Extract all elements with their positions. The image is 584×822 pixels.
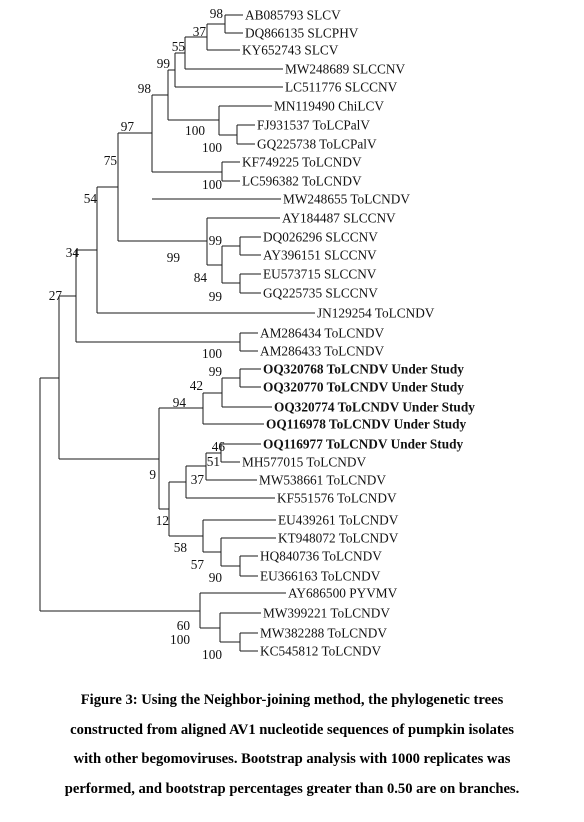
bootstrap-value: 99 xyxy=(167,250,181,265)
bootstrap-value: 58 xyxy=(174,540,188,555)
tree-diagram: AB085793 SLCV DQ866135 SLCPHV KY652743 SLC… xyxy=(39,6,475,662)
taxon-label: AM286434 ToLCNDV xyxy=(260,326,384,341)
taxon-label: EU366163 ToLCNDV xyxy=(260,569,381,584)
taxon-label: AY396151 SLCCNV xyxy=(263,248,377,263)
bootstrap-value: 98 xyxy=(138,81,152,96)
bootstrap-value: 55 xyxy=(172,39,186,54)
bootstrap-value: 100 xyxy=(202,647,222,662)
figure-caption: Figure 3: Using the Neighbor-joining met… xyxy=(0,686,584,804)
taxon-label: KF749225 ToLCNDV xyxy=(242,155,362,170)
taxon-label: KY652743 SLCV xyxy=(242,43,339,58)
bootstrap-value: 75 xyxy=(104,153,118,168)
taxon-label: AM286433 ToLCNDV xyxy=(260,344,384,359)
taxon-label: GQ225738 ToLCPalV xyxy=(257,137,377,152)
taxon-label: KT948072 ToLCNDV xyxy=(278,531,399,546)
bootstrap-value: 100 xyxy=(170,632,190,647)
taxon-label: LC596382 ToLCNDV xyxy=(242,174,362,189)
taxon-label: MW382288 ToLCNDV xyxy=(260,626,387,641)
taxon-label: KC545812 ToLCNDV xyxy=(260,644,381,659)
bootstrap-value: 90 xyxy=(209,570,223,585)
taxon-label: LC511776 SLCCNV xyxy=(285,80,398,95)
bootstrap-value: 100 xyxy=(185,123,205,138)
bootstrap-value: 99 xyxy=(209,289,223,304)
taxon-label: MW399221 ToLCNDV xyxy=(263,606,390,621)
bootstrap-value: 42 xyxy=(190,378,203,393)
bootstrap-value: 51 xyxy=(207,454,220,469)
bootstrap-value: 12 xyxy=(156,513,169,528)
bootstrap-value: 60 xyxy=(177,618,191,633)
taxon-label: MW248689 SLCCNV xyxy=(285,62,405,77)
taxon-label: DQ866135 SLCPHV xyxy=(245,26,359,41)
taxon-label: MW538661 ToLCNDV xyxy=(259,473,386,488)
bootstrap-value: 46 xyxy=(212,439,226,454)
taxon-label: DQ026296 SLCCNV xyxy=(263,230,378,245)
study-isolate-label: OQ116977 ToLCNDV Under Study xyxy=(263,437,463,452)
bootstrap-value: 100 xyxy=(202,140,222,155)
study-isolate-label: OQ320770 ToLCNDV Under Study xyxy=(263,380,464,395)
bootstrap-value: 100 xyxy=(202,346,222,361)
taxon-label: MH577015 ToLCNDV xyxy=(242,455,366,470)
taxon-label: AB085793 SLCV xyxy=(245,8,341,23)
study-isolate-label: OQ320774 ToLCNDV Under Study xyxy=(274,400,475,415)
bootstrap-value: 37 xyxy=(191,472,205,487)
bootstrap-value: 9 xyxy=(149,467,156,482)
taxon-label: HQ840736 ToLCNDV xyxy=(260,549,382,564)
bootstrap-value: 100 xyxy=(202,177,222,192)
bootstrap-value: 97 xyxy=(121,119,135,134)
taxon-label: GQ225735 SLCCNV xyxy=(263,286,378,301)
bootstrap-value: 94 xyxy=(173,395,187,410)
taxon-label: EU439261 ToLCNDV xyxy=(278,513,399,528)
taxon-label: AY686500 PYVMV xyxy=(288,586,398,601)
caption-line: Figure 3: Using the Neighbor-joining met… xyxy=(80,692,504,708)
bootstrap-value: 54 xyxy=(84,191,98,206)
caption-line: constructed from aligned AV1 nucleotide … xyxy=(70,721,514,738)
caption-line: performed, and bootstrap percentages gre… xyxy=(64,780,520,797)
study-isolate-label: OQ116978 ToLCNDV Under Study xyxy=(266,417,466,432)
taxon-label: KF551576 ToLCNDV xyxy=(277,491,397,506)
bootstrap-value: 98 xyxy=(210,6,224,21)
taxon-label: AY184487 SLCCNV xyxy=(282,211,396,226)
taxon-label: FJ931537 ToLCPalV xyxy=(257,118,370,133)
caption-line: with other begomoviruses. Bootstrap anal… xyxy=(73,751,511,767)
bootstrap-value: 34 xyxy=(66,245,80,260)
phylogenetic-tree: AB085793 SLCV DQ866135 SLCPHV KY652743 SLC… xyxy=(39,6,475,662)
taxon-label: MW248655 ToLCNDV xyxy=(283,192,410,207)
bootstrap-value: 57 xyxy=(191,557,205,572)
taxon-label: JN129254 ToLCNDV xyxy=(317,306,435,321)
bootstrap-value: 84 xyxy=(194,270,208,285)
bootstrap-value: 99 xyxy=(209,364,223,379)
study-isolate-label: OQ320768 ToLCNDV Under Study xyxy=(263,362,464,377)
bootstrap-value: 27 xyxy=(49,288,63,303)
bootstrap-value: 99 xyxy=(209,233,223,248)
bootstrap-value: 37 xyxy=(193,24,207,39)
bootstrap-value: 99 xyxy=(157,56,171,71)
taxon-label: EU573715 SLCCNV xyxy=(263,267,377,282)
taxon-label: MN119490 ChiLCV xyxy=(274,99,384,114)
